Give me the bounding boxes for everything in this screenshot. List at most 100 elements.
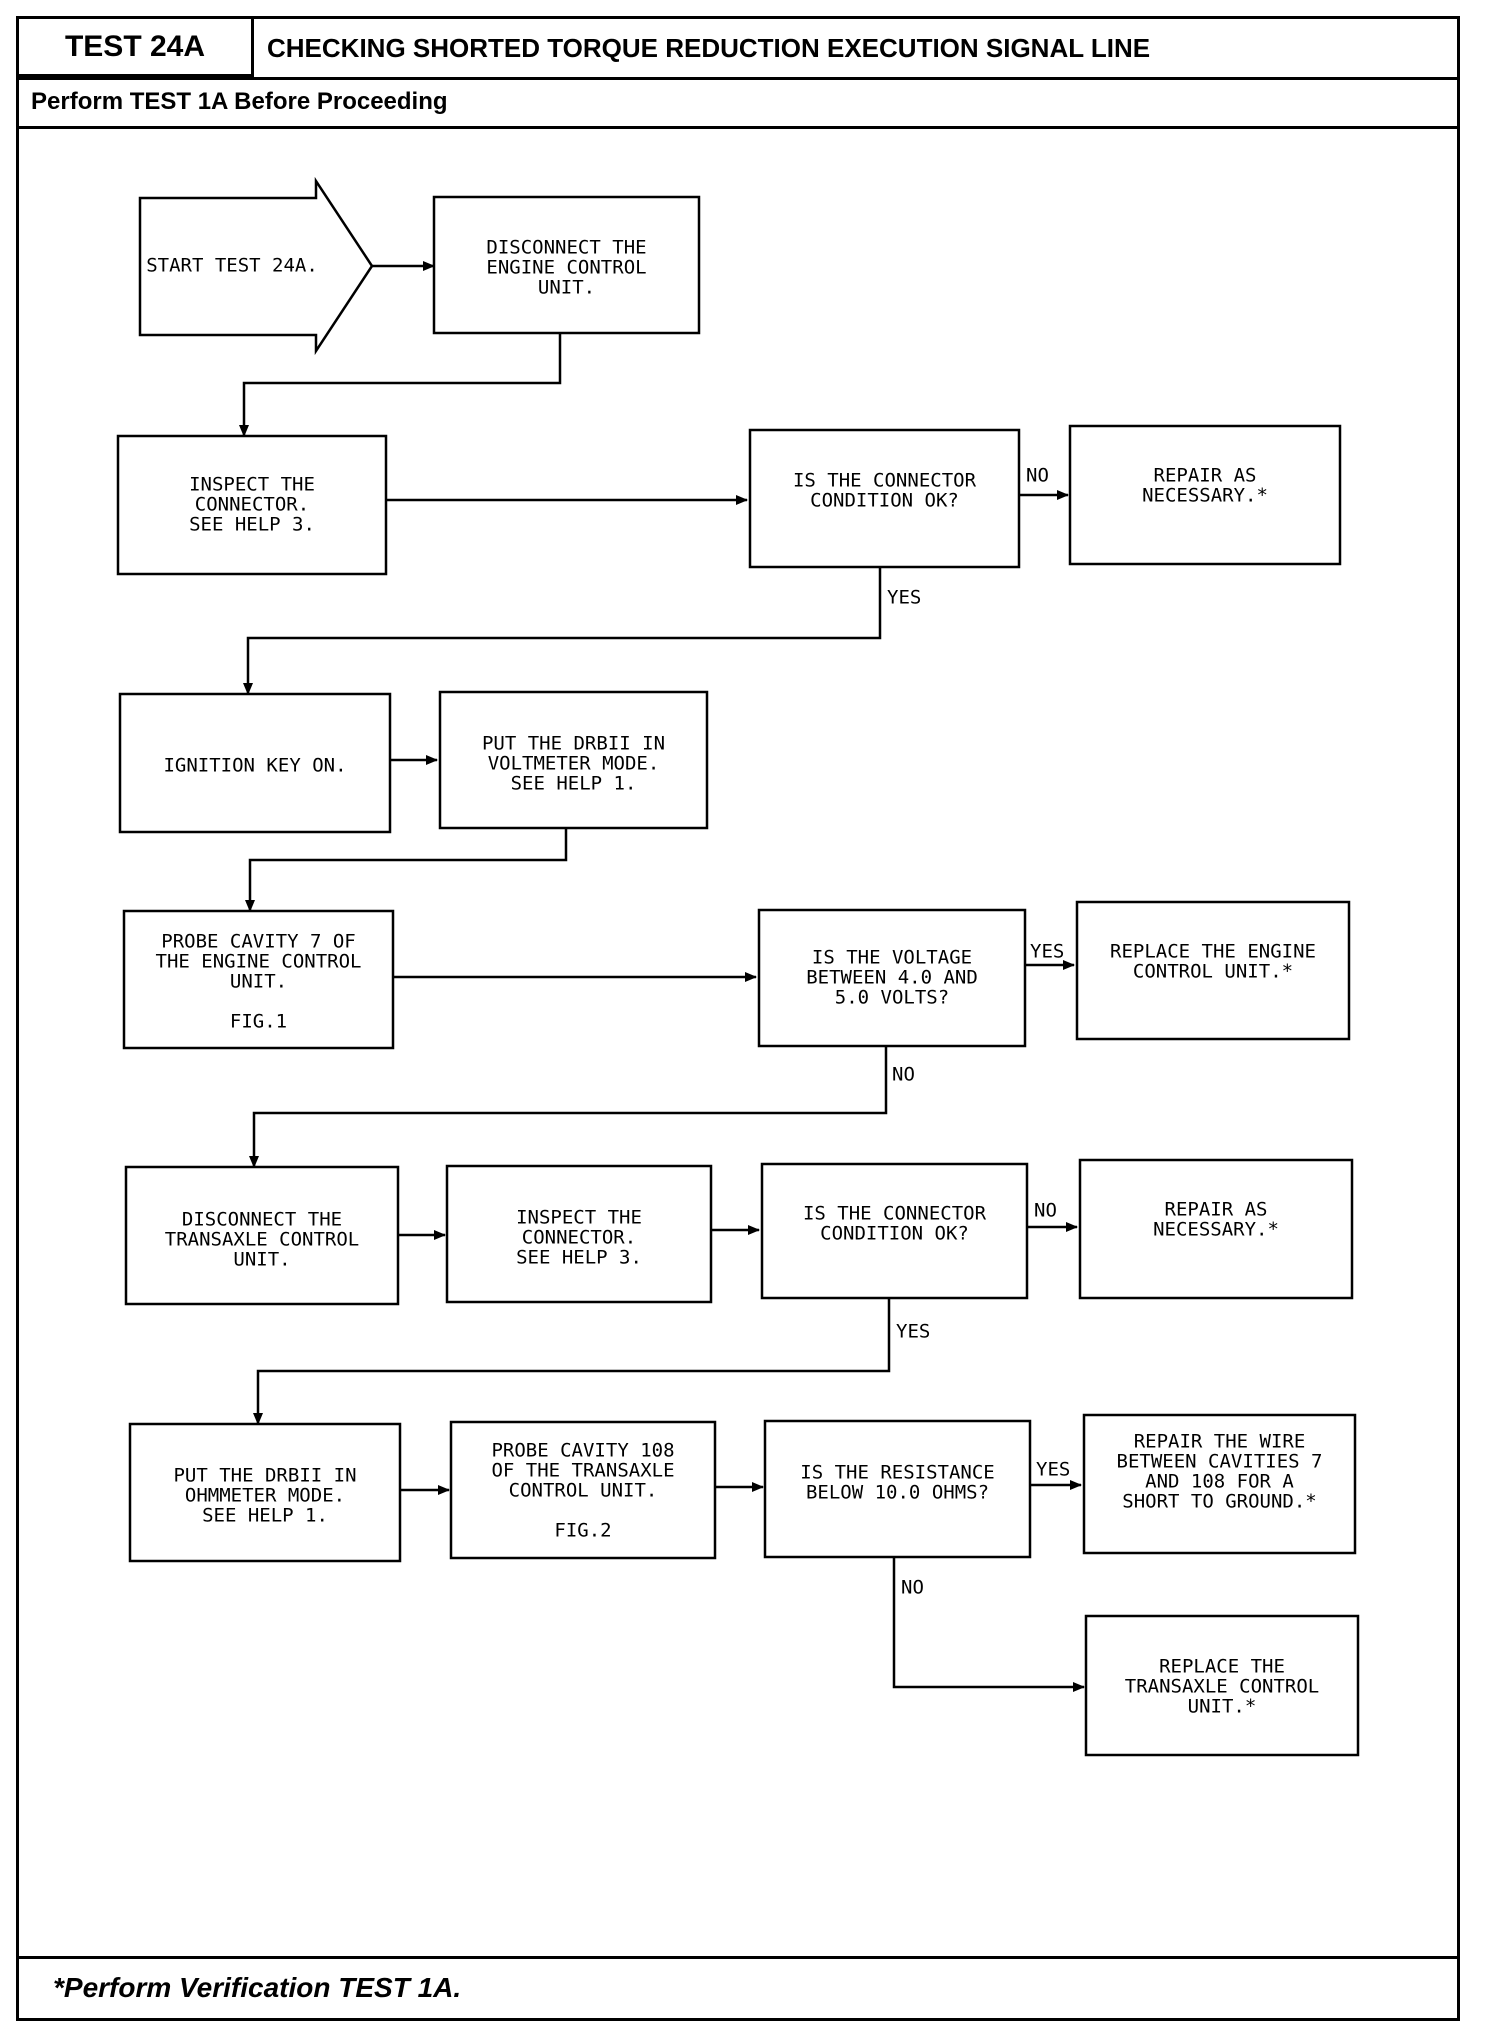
node-shape <box>128 1422 402 1563</box>
branch-label-no: NO <box>1034 1200 1057 1222</box>
node-text-line: PROBE CAVITY 7 OF <box>161 931 355 953</box>
node-text-line: THE ENGINE CONTROL <box>156 951 362 973</box>
node-text-line: SHORT TO GROUND.* <box>1122 1491 1316 1513</box>
node-text-line: CONNECTOR. <box>522 1227 636 1249</box>
node-text-line: ENGINE CONTROL <box>486 257 646 279</box>
node-text-line: IS THE CONNECTOR <box>803 1203 987 1225</box>
branch-label-yes: YES <box>896 1321 930 1343</box>
branch-label-no: NO <box>892 1064 915 1086</box>
node-text-line: PUT THE DRBII IN <box>173 1465 356 1487</box>
node-text-line: INSPECT THE <box>516 1207 642 1229</box>
node-text-line: IS THE VOLTAGE <box>812 947 972 969</box>
node-shape <box>748 428 1021 569</box>
connector-voltmeter-to-probe7 <box>245 825 568 912</box>
node-shape <box>1084 1614 1360 1757</box>
node-text-line: FIG.1 <box>230 1011 287 1033</box>
node-text-line: TRANSAXLE CONTROL <box>165 1229 359 1251</box>
node-text-line: UNIT. <box>538 277 595 299</box>
branch-label-no: NO <box>1026 465 1049 487</box>
node-text-line: NECESSARY.* <box>1142 485 1268 507</box>
node-text-line: PROBE CAVITY 108 <box>491 1440 674 1462</box>
node-text-line: OF THE TRANSAXLE <box>491 1460 674 1482</box>
node-text-line: NECESSARY.* <box>1153 1219 1279 1241</box>
node-shape <box>118 692 392 834</box>
node-text-line: SEE HELP 1. <box>511 773 637 795</box>
node-text-line: SEE HELP 3. <box>516 1247 642 1269</box>
node-text-line: UNIT.* <box>1188 1696 1257 1718</box>
node-text-line: AND 108 FOR A <box>1145 1471 1294 1493</box>
connector-voltage-no <box>249 1043 888 1168</box>
node-shape <box>763 1419 1032 1559</box>
node-text-line: SEE HELP 3. <box>189 514 315 536</box>
node-text-line: REPAIR AS <box>1165 1199 1268 1221</box>
node-shape <box>449 1420 717 1560</box>
connector-disconnect-to-inspect <box>239 333 562 437</box>
node-text-line: CONTROL UNIT.* <box>1133 961 1293 983</box>
page-title: CHECKING SHORTED TORQUE REDUCTION EXECUT… <box>267 33 1151 63</box>
branch-label-yes: YES <box>1036 1459 1070 1481</box>
node-shape <box>438 690 709 830</box>
node-shape <box>1068 424 1342 566</box>
node-text-line: TRANSAXLE CONTROL <box>1125 1676 1319 1698</box>
node-shape <box>1075 900 1351 1041</box>
verification-note: *Perform Verification TEST 1A. <box>19 1956 1457 2018</box>
node-text-line: CONDITION OK? <box>820 1223 969 1245</box>
node-text-line: FIG.2 <box>554 1520 611 1542</box>
node-shape <box>757 908 1027 1048</box>
test-id: TEST 24A <box>19 19 254 77</box>
node-text-line: BETWEEN CAVITIES 7 <box>1117 1451 1323 1473</box>
node-shape <box>1078 1158 1354 1300</box>
node-text-line: REPLACE THE <box>1159 1656 1285 1678</box>
node-text-line: START TEST 24A. <box>146 255 318 277</box>
node-shape <box>122 909 395 1050</box>
test-page: TEST 24A CHECKING SHORTED TORQUE REDUCTI… <box>16 16 1460 2021</box>
branch-label-no: NO <box>901 1577 924 1599</box>
node-text-line: VOLTMETER MODE. <box>488 753 660 775</box>
connector-resistance-no <box>892 1557 1085 1692</box>
node-text-line: UNIT. <box>230 971 287 993</box>
node-text-line: OHMMETER MODE. <box>185 1485 345 1507</box>
connector-check1-yes <box>243 567 882 695</box>
connectors <box>239 261 1085 1692</box>
node-text-line: DISCONNECT THE <box>486 237 646 259</box>
node-text-line: CONNECTOR. <box>195 494 309 516</box>
node-text-line: UNIT. <box>233 1249 290 1271</box>
node-text-line: CONTROL UNIT. <box>509 1480 658 1502</box>
node-shape <box>1082 1413 1357 1555</box>
node-text-line: BELOW 10.0 OHMS? <box>806 1482 989 1504</box>
prerequisite-note: Perform TEST 1A Before Proceeding <box>19 77 1457 129</box>
node-shape <box>138 176 374 356</box>
node-text-line: REPLACE THE ENGINE <box>1110 941 1316 963</box>
connector-check2-yes <box>253 1298 891 1425</box>
branch-label-yes: YES <box>887 587 921 609</box>
branch-label-yes: YES <box>1030 941 1064 963</box>
node-start: START TEST 24A. <box>138 176 374 356</box>
node-text-line: CONDITION OK? <box>810 490 959 512</box>
node-shape <box>445 1164 713 1304</box>
node-text-line: REPAIR AS <box>1154 465 1257 487</box>
node-text-line: REPAIR THE WIRE <box>1134 1431 1306 1453</box>
node-text-line: DISCONNECT THE <box>182 1209 342 1231</box>
node-text-line: INSPECT THE <box>189 474 315 496</box>
node-shape <box>116 434 388 576</box>
node-text-line: SEE HELP 1. <box>202 1505 328 1527</box>
node-text-line: 5.0 VOLTS? <box>835 987 949 1009</box>
node-text-line: IGNITION KEY ON. <box>163 755 346 777</box>
